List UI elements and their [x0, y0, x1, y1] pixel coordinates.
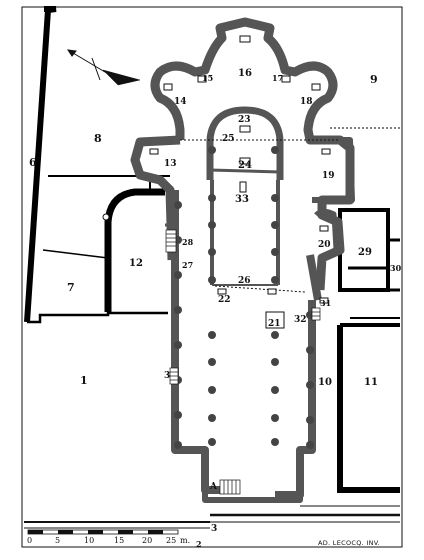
plate-frame [21, 6, 403, 548]
label-a: A [209, 482, 218, 492]
label-3b: 3 [164, 371, 170, 381]
label-26: 26 [238, 276, 251, 286]
label-23: 23 [238, 115, 251, 125]
stairs [165, 229, 321, 495]
label-18: 18 [300, 97, 313, 107]
altars [149, 35, 331, 329]
label-21: 21 [268, 319, 281, 329]
label-16: 16 [238, 68, 252, 79]
label-24: 24 [238, 160, 252, 171]
scale-tick-5: 5 [55, 536, 60, 545]
surrounding-walls [24, 6, 400, 493]
label-3: 3 [211, 524, 217, 534]
label-2: 2 [196, 539, 202, 549]
nave-pillars [174, 146, 314, 449]
label-32: 32 [294, 315, 307, 325]
scale-bar: 0 5 10 15 20 25 m. [27, 529, 190, 545]
well-icon [102, 213, 110, 221]
scale-tick-25: 25 [166, 536, 176, 545]
label-11: 11 [364, 377, 378, 388]
label-29: 29 [358, 247, 372, 258]
scale-unit: m. [180, 536, 190, 545]
street-band [24, 505, 400, 529]
label-12: 12 [129, 258, 143, 269]
label-30: 30 [390, 263, 402, 273]
label-10: 10 [318, 377, 332, 388]
label-22: 22 [218, 295, 231, 305]
label-31: 31 [320, 298, 331, 308]
choir-line [214, 285, 306, 293]
label-14: 14 [174, 97, 187, 107]
label-6: 6 [29, 156, 37, 169]
label-13: 13 [164, 159, 177, 169]
church-walls [130, 17, 355, 503]
label-27: 27 [182, 260, 193, 270]
label-25: 25 [222, 134, 235, 144]
label-28: 28 [182, 237, 194, 247]
label-9: 9 [370, 73, 378, 86]
scale-tick-15: 15 [114, 536, 124, 545]
label-15: 15 [202, 73, 213, 83]
scale-tick-20: 20 [142, 536, 152, 545]
scale-tick-10: 10 [84, 536, 94, 545]
engraver-credit: AD. LECOCQ. INV. [318, 539, 380, 547]
label-33: 33 [235, 194, 249, 205]
north-arrow-icon [66, 49, 141, 86]
label-7: 7 [67, 281, 75, 294]
label-8: 8 [94, 132, 102, 145]
label-1: 1 [80, 374, 88, 387]
label-19: 19 [322, 171, 335, 181]
label-20: 20 [318, 240, 331, 250]
scale-tick-0: 0 [27, 536, 32, 545]
label-17: 17 [272, 73, 283, 83]
